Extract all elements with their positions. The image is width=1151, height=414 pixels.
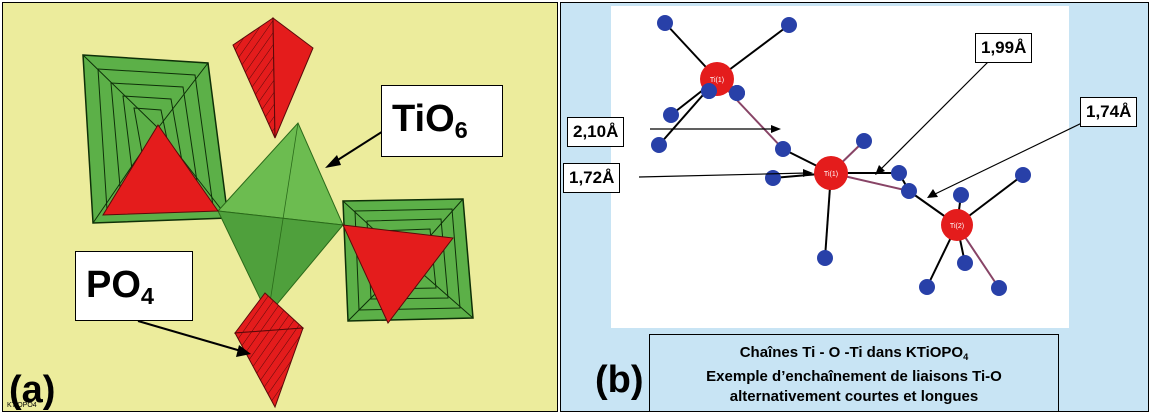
oxygen-atom bbox=[901, 183, 917, 199]
ti-atom-2 bbox=[814, 156, 848, 190]
oxygen-atom bbox=[817, 250, 833, 266]
distance-label-1-99: 1,99Å bbox=[975, 33, 1033, 63]
panel-b-letter: (b) bbox=[595, 359, 644, 401]
oxygen-atom bbox=[856, 133, 872, 149]
po4-label: PO4 bbox=[75, 251, 193, 321]
ti-atom-1-label: Ti(1) bbox=[710, 77, 724, 84]
caption-line-2: Exemple d’enchaînement de liaisons Ti-O bbox=[706, 367, 1002, 385]
oxygen-atom bbox=[891, 165, 907, 181]
oxygen-atom bbox=[765, 170, 781, 186]
caption-box: Chaînes Ti - O -Ti dans KTiOPO4 Exemple … bbox=[649, 334, 1059, 412]
panel-b: Ti(1) Ti(1) Ti(2) 1,99Å 2,10Å 1,74Å 1,72… bbox=[560, 2, 1149, 412]
oxygen-atom bbox=[953, 187, 969, 203]
po4-tetrahedron-right bbox=[342, 224, 454, 324]
chain-structure-drawing: Ti(1) Ti(1) Ti(2) bbox=[638, 15, 1087, 296]
oxygen-atom bbox=[775, 141, 791, 157]
oxygen-atom bbox=[651, 137, 667, 153]
ti-atom-2-label: Ti(1) bbox=[824, 171, 838, 178]
oxygen-atom bbox=[781, 17, 797, 33]
oxygen-atom bbox=[663, 107, 679, 123]
ti-atoms: Ti(1) Ti(1) Ti(2) bbox=[700, 62, 973, 241]
ti-atom-3-label: Ti(2) bbox=[950, 223, 964, 230]
oxygen-atom bbox=[957, 255, 973, 271]
polyhedra-drawing bbox=[82, 16, 474, 409]
tio6-octahedron-center bbox=[216, 122, 344, 316]
po4-arrow bbox=[137, 320, 251, 357]
oxygen-atom bbox=[919, 279, 935, 295]
distance-label-1-74: 1,74Å bbox=[1080, 97, 1138, 127]
oxygen-atom bbox=[1015, 167, 1031, 183]
arrow-heads bbox=[771, 125, 938, 198]
oxygen-atom bbox=[991, 280, 1007, 296]
po4-tetrahedron-bottom bbox=[233, 292, 305, 409]
panel-a: TiO6 PO4 (a) KTiOPO4 bbox=[2, 2, 558, 412]
distance-label-2-10: 2,10Å bbox=[567, 117, 625, 147]
tio6-label: TiO6 bbox=[381, 85, 503, 157]
caption-line-3: alternativement courtes et longues bbox=[729, 387, 979, 405]
tio6-arrow bbox=[325, 127, 389, 168]
distance-arrows bbox=[638, 50, 1087, 196]
oxygen-atoms bbox=[651, 15, 1031, 296]
po4-tetrahedron-left bbox=[102, 124, 219, 216]
ti-atom-3 bbox=[941, 209, 973, 241]
po4-tetrahedron-top bbox=[232, 16, 314, 139]
oxygen-atom bbox=[657, 15, 673, 31]
distance-label-1-72: 1,72Å bbox=[563, 163, 621, 193]
panel-a-letter: (a) bbox=[9, 369, 56, 411]
tiny-compound-label: KTiOPO4 bbox=[7, 402, 37, 409]
caption-line-1: Chaînes Ti - O -Ti dans KTiOPO4 bbox=[739, 344, 969, 362]
